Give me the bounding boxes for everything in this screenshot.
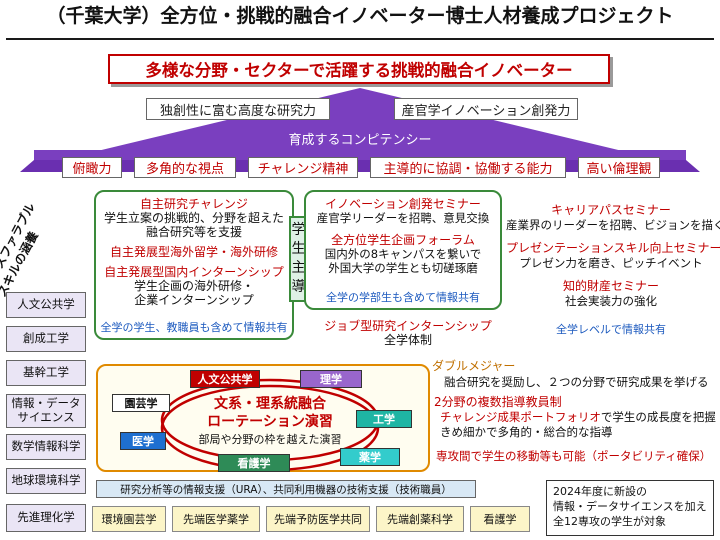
support-bar: 研究分析等の情報支援（URA）、共同利用機器の技術支援（技術職員） bbox=[96, 480, 476, 498]
double-major-line: 融合研究を奨励し、２つの分野で研究成果を挙げる bbox=[444, 375, 709, 389]
rotation-node-medicine: 医学 bbox=[120, 432, 166, 450]
competency-item: チャレンジ精神 bbox=[248, 157, 358, 178]
rotation-title-1: 文系・理系統融合 bbox=[214, 396, 326, 412]
rotation-sub: 部局や分野の枠を越えた演習 bbox=[198, 433, 342, 446]
bottom-major-box: 看護学 bbox=[470, 506, 530, 532]
competency-item: 高い倫理観 bbox=[578, 157, 660, 178]
rotation-node-pharmacy: 薬学 bbox=[340, 448, 400, 466]
mid-footer: 全学の学部生も含めて情報共有 bbox=[326, 291, 480, 304]
left-footer: 全学の学生、教職員も含めて情報共有 bbox=[100, 321, 288, 334]
double-major-title: ダブルメジャー bbox=[432, 359, 516, 373]
innovation-seminar-title: イノベーション創発セミナー bbox=[325, 197, 481, 211]
student-led-label: 学 生 主 導 bbox=[289, 216, 308, 302]
competency-label: 育成するコンピテンシー bbox=[288, 133, 432, 148]
self-research-panel: 自主研究チャレンジ 学生立案の挑戦的、分野を超えた 融合研究等を支援 自主発展型… bbox=[94, 190, 294, 340]
research-power-box: 独創性に富む高度な研究力 bbox=[146, 98, 330, 120]
career-seminar-title: キャリアパスセミナー bbox=[551, 203, 671, 217]
competency-item: 多角的な視点 bbox=[134, 157, 236, 178]
page-title: （千葉大学）全方位・挑戦的融合イノベーター博士人材養成プロジェクト bbox=[46, 5, 674, 27]
major-box: 情報・データ サイエンス bbox=[6, 394, 86, 428]
innovation-power-label: 産官学イノベーション創発力 bbox=[401, 103, 571, 119]
research-power-label: 独創性に富む高度な研究力 bbox=[159, 103, 316, 119]
note-box: 2024年度に新設の 情報・データサイエンスを加え 全12専攻の学生が対象 bbox=[546, 480, 714, 536]
bottom-major-box: 環境園芸学 bbox=[92, 506, 166, 532]
self-research-title: 自主研究チャレンジ bbox=[140, 197, 248, 211]
right-footer: 全学レベルで情報共有 bbox=[556, 323, 666, 336]
ip-seminar-title: 知的財産セミナー bbox=[562, 279, 659, 293]
seminar-panel: イノベーション創発セミナー 産官学リーダーを招聘、意見交換 全方位学生企画フォー… bbox=[304, 190, 502, 310]
competency-item: 主導的に協調・協働する能力 bbox=[370, 157, 566, 178]
major-box: 基幹工学 bbox=[6, 360, 86, 386]
job-internship-sub: 全学体制 bbox=[383, 333, 432, 347]
presentation-seminar-title: プレゼンテーションスキル向上セミナー bbox=[506, 241, 720, 255]
portfolio-label: チャレンジ成果ポートフォリオ bbox=[440, 410, 601, 424]
overseas-study-title: 自主発展型海外留学・海外研修 bbox=[109, 245, 278, 259]
rotation-title-2: ローテーション演習 bbox=[207, 414, 333, 430]
domestic-internship-title: 自主発展型国内インターンシップ bbox=[104, 265, 284, 279]
major-box: 創成工学 bbox=[6, 326, 86, 352]
multi-advisor-title: 2分野の複数指導教員制 bbox=[434, 395, 562, 409]
rotation-node-engineering: 工学 bbox=[356, 410, 412, 428]
bottom-major-box: 先端創薬科学 bbox=[376, 506, 464, 532]
major-box: 先進理化学 bbox=[6, 504, 86, 532]
competency-item: 俯瞰力 bbox=[62, 157, 122, 178]
goal-text: 多様な分野・セクターで活躍する挑戦的融合イノベーター bbox=[145, 61, 573, 80]
bottom-major-box: 先端予防医学共同 bbox=[266, 506, 370, 532]
goal-box: 多様な分野・セクターで活躍する挑戦的融合イノベーター bbox=[108, 54, 610, 84]
guidance-line: きめ細かで多角的・総合的な指導 bbox=[440, 425, 613, 439]
student-forum-title: 全方位学生企画フォーラム bbox=[331, 233, 475, 247]
rotation-node-horticulture: 園芸学 bbox=[112, 394, 170, 412]
major-box: 地球環境科学 bbox=[6, 468, 86, 494]
job-internship-title: ジョブ型研究インターンシップ bbox=[324, 319, 492, 333]
title-divider bbox=[6, 38, 714, 40]
rotation-node-science: 理学 bbox=[300, 370, 362, 388]
rotation-node-humanities: 人文公共学 bbox=[190, 370, 260, 388]
bottom-major-box: 先端医学薬学 bbox=[172, 506, 260, 532]
major-box: 人文公共学 bbox=[6, 292, 86, 318]
major-box: 数学情報科学 bbox=[6, 434, 86, 460]
portability-line: 専攻間で学生の移動等も可能（ポータビリティ確保） bbox=[436, 449, 712, 463]
rotation-node-nursing: 看護学 bbox=[218, 454, 290, 472]
innovation-power-box: 産官学イノベーション創発力 bbox=[394, 98, 578, 120]
